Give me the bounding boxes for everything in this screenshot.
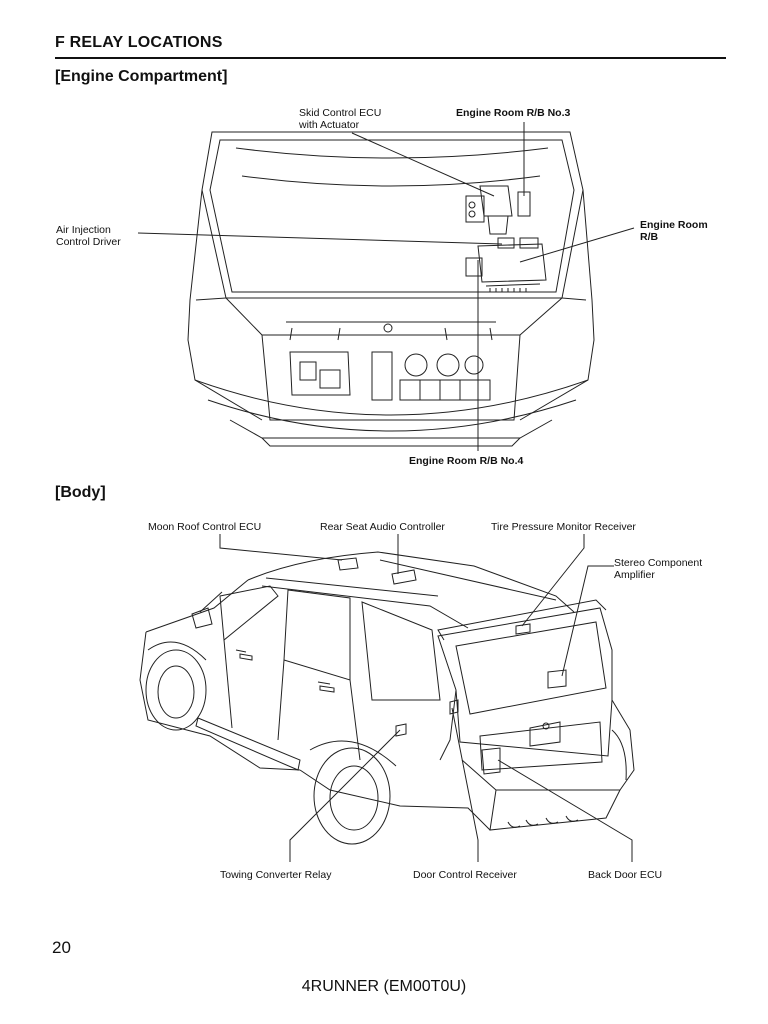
towing-converter-relay-label: Towing Converter Relay bbox=[220, 869, 332, 881]
body-title: [Body] bbox=[55, 484, 106, 501]
rear-seat-audio-controller-label: Rear Seat Audio Controller bbox=[320, 521, 445, 533]
door-control-receiver-label: Door Control Receiver bbox=[413, 869, 517, 881]
page-number: 20 bbox=[52, 938, 71, 957]
engine-room-rb-label: Engine Room R/B bbox=[640, 219, 708, 243]
section-title: F RELAY LOCATIONS bbox=[55, 34, 223, 51]
body-vehicle-drawing bbox=[140, 534, 634, 862]
back-door-ecu-label: Back Door ECU bbox=[588, 869, 663, 881]
engine-room-rb-no3-label: Engine Room R/B No.3 bbox=[456, 107, 571, 119]
footer-model-code: 4RUNNER (EM00T0U) bbox=[301, 978, 467, 995]
tire-pressure-monitor-receiver-label: Tire Pressure Monitor Receiver bbox=[491, 521, 636, 533]
engine-compartment-drawing bbox=[138, 122, 634, 451]
air-injection-control-driver-label: Air Injection Control Driver bbox=[56, 224, 121, 248]
skid-control-ecu-label: Skid Control ECU with Actuator bbox=[299, 107, 382, 131]
engine-compartment-title: [Engine Compartment] bbox=[55, 68, 228, 85]
moon-roof-control-ecu-label: Moon Roof Control ECU bbox=[148, 521, 262, 533]
engine-room-rb-no4-label: Engine Room R/B No.4 bbox=[409, 455, 524, 467]
header-rule bbox=[55, 57, 726, 59]
stereo-component-amplifier-label: Stereo Component Amplifier bbox=[614, 557, 703, 581]
